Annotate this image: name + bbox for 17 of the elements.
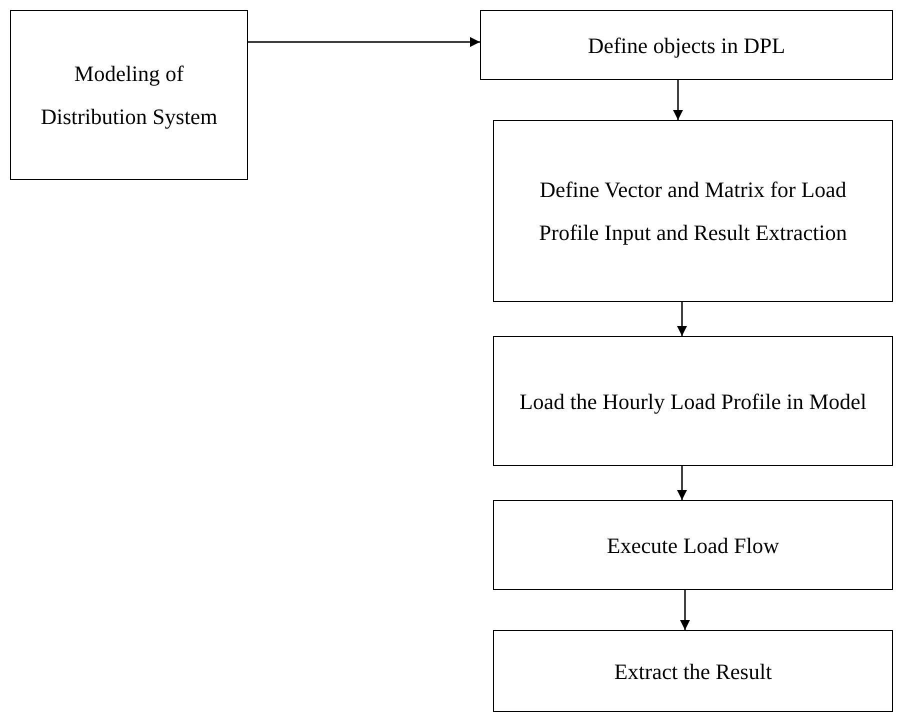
- process-box: [493, 500, 893, 590]
- process-box: [480, 10, 893, 80]
- process-box: [493, 120, 893, 302]
- box-label: Define objects in DPL: [586, 32, 786, 60]
- box-label: Load the Hourly Load Profile in Model: [518, 388, 868, 416]
- box-label: Define Vector and Matrix for Load Profile Input and Result Extraction: [538, 176, 848, 247]
- process-box: [493, 336, 893, 466]
- arrow: [248, 37, 480, 47]
- arrow: [677, 466, 687, 500]
- arrow: [673, 80, 683, 120]
- arrow: [677, 302, 687, 336]
- process-box: [493, 630, 893, 712]
- arrow: [680, 590, 690, 630]
- box-label: Execute Load Flow: [606, 532, 780, 560]
- box-label: Modeling of Distribution System: [40, 60, 218, 131]
- box-label: Extract the Result: [613, 658, 773, 686]
- process-box: [10, 10, 248, 180]
